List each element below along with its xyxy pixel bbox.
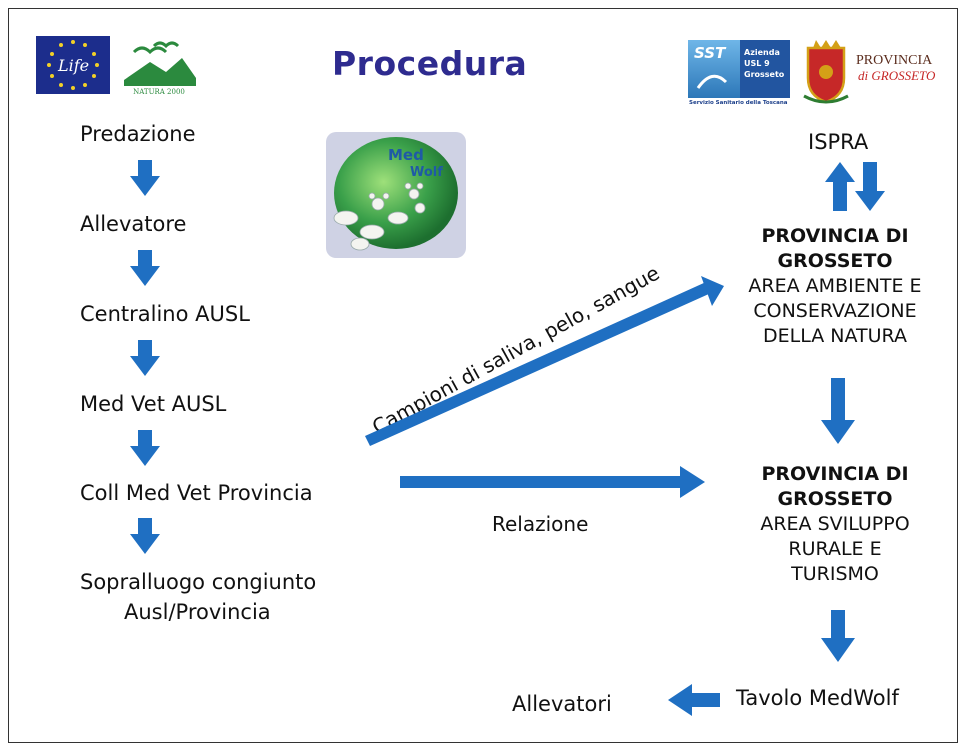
node-allevatori: Allevatori [512,692,612,716]
node-tavolo-medwolf: Tavolo MedWolf [736,686,899,710]
node-provincia-sviluppo: PROVINCIA DI GROSSETO AREA SVILUPPO RURA… [725,462,945,587]
node-ispra: ISPRA [808,130,869,154]
provincia-logo-text-2: di GROSSETO [858,68,936,83]
sst-text: SST [694,44,727,62]
down-arrow-3 [130,340,160,376]
asl-grosseto-logo: SST Azienda USL 9 Grosseto Servizio Sani… [688,40,790,106]
prov1-sub-line2: CONSERVAZIONE [753,300,917,322]
slide-frame [8,8,958,743]
natura2000-logo-text: NATURA 2000 [133,88,185,96]
arrow-campioni [365,276,724,446]
provincia-grosseto-logo: PROVINCIA di GROSSETO [803,40,936,104]
life-logo-text: Life [57,56,89,75]
natura2000-logo: NATURA 2000 [122,36,196,96]
up-arrow-ispra [825,162,855,211]
prov2-title-line1: PROVINCIA DI [761,463,909,485]
node-predazione: Predazione [80,122,196,146]
medwolf-logo: Med Wolf [326,132,466,258]
prov2-sub-line3: TURISMO [791,563,879,585]
prov2-sub-line1: AREA SVILUPPO [760,513,910,535]
left-arrow-allevatori [668,684,720,716]
asl-caption: Servizio Sanitario della Toscana [689,100,788,106]
asl-text-1: Azienda [744,48,780,57]
medwolf-logo-text-1: Med [388,146,424,164]
node-provincia-ambiente: PROVINCIA DI GROSSETO AREA AMBIENTE E CO… [720,224,950,349]
edge-label-relazione: Relazione [492,512,589,536]
prov2-sub-line2: RURALE E [788,538,882,560]
asl-text-3: Grosseto [744,70,785,79]
prov2-title-line2: GROSSETO [777,488,893,510]
slide-title: Procedura [332,44,528,83]
node-sopralluogo-line2: Ausl/Provincia [124,600,271,624]
prov1-sub-line3: DELLA NATURA [763,325,907,347]
arrow-relazione [400,466,705,498]
node-centralino-ausl: Centralino AUSL [80,302,250,326]
prov1-title-line2: GROSSETO [777,250,893,272]
down-arrow-5 [130,518,160,554]
node-sopralluogo-line1: Sopralluogo congiunto [80,570,317,594]
down-arrow-prov2-to-tavolo [821,610,855,662]
node-allevatore: Allevatore [80,212,187,236]
provincia-logo-text-1: PROVINCIA [856,53,933,68]
life-logo: Life [36,36,110,94]
prov1-title-line1: PROVINCIA DI [761,225,909,247]
down-arrow-4 [130,430,160,466]
asl-text-2: USL 9 [744,59,770,68]
node-coll-med-vet-provincia: Coll Med Vet Provincia [80,481,313,505]
prov1-sub-line1: AREA AMBIENTE E [748,275,922,297]
down-arrow-prov1-to-prov2 [821,378,855,444]
down-arrow-ispra [855,162,885,211]
down-arrow-2 [130,250,160,286]
node-med-vet-ausl: Med Vet AUSL [80,392,227,416]
medwolf-logo-text-2: Wolf [410,165,443,180]
down-arrow-1 [130,160,160,196]
